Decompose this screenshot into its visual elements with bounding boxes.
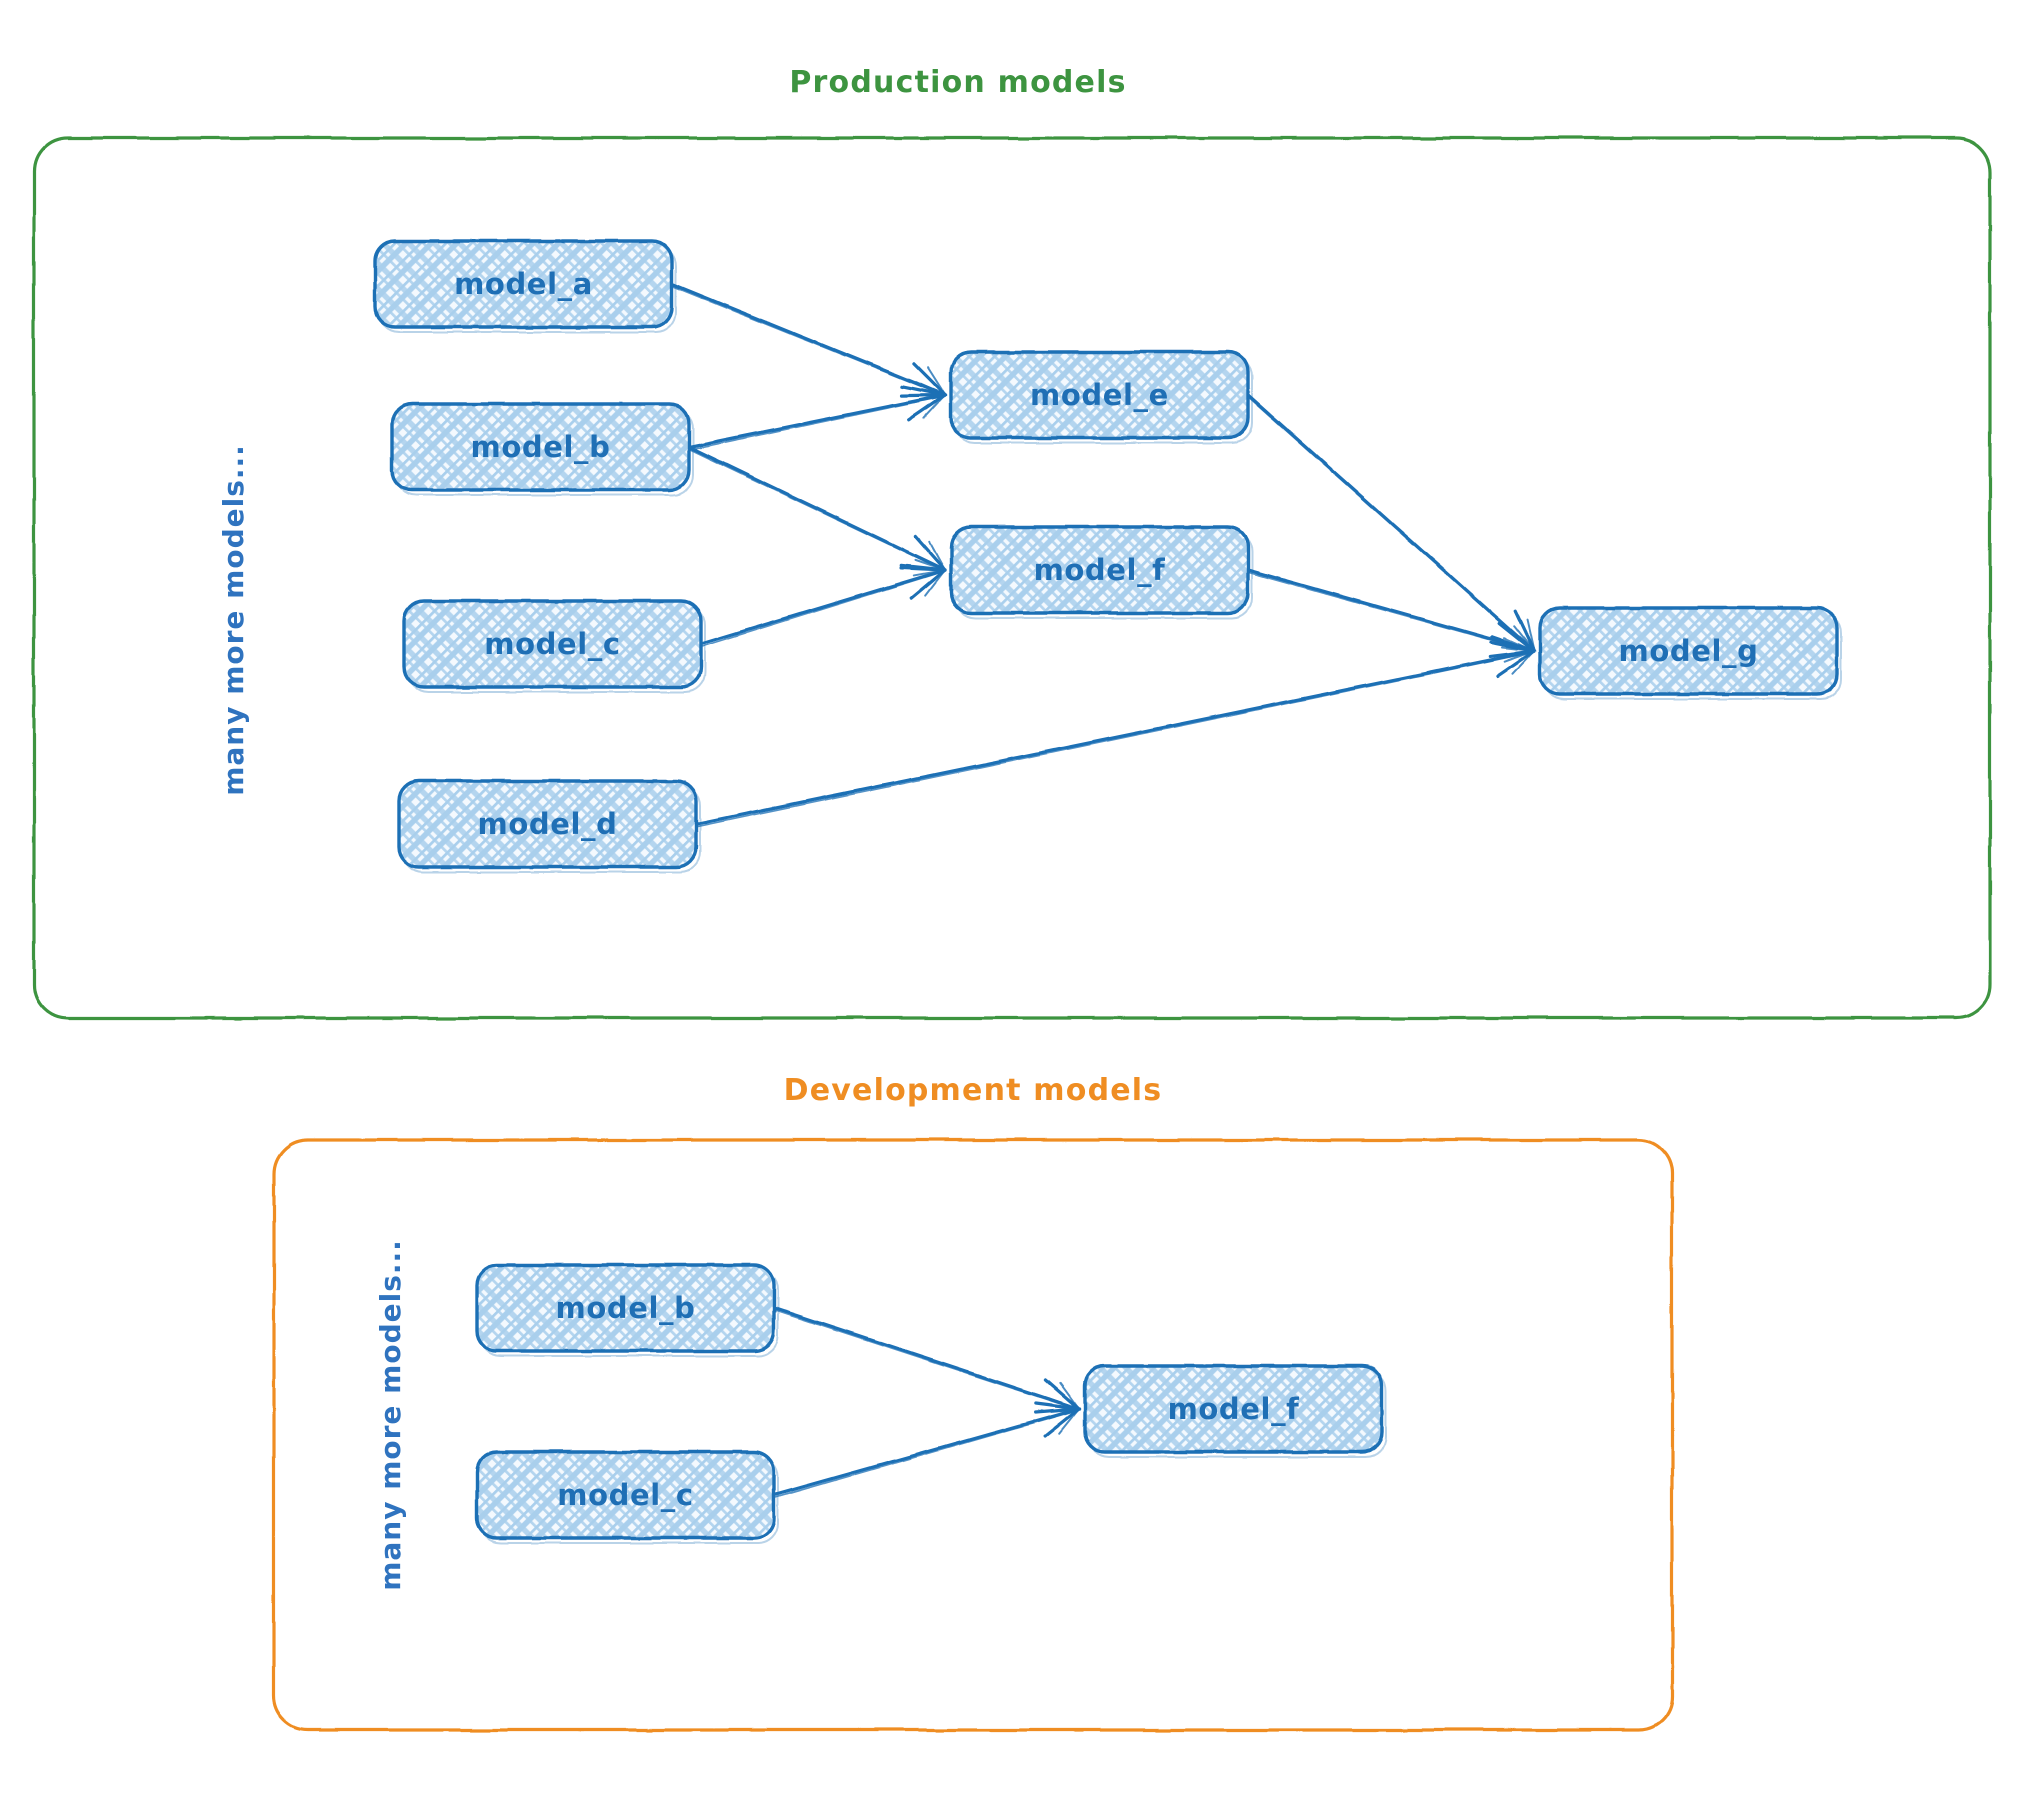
- node-border: [475, 1450, 776, 1540]
- group-container-development: [272, 1138, 1674, 1732]
- edge-arrowhead-echo: [1048, 1397, 1080, 1435]
- edge-stroke-echo: [701, 570, 946, 648]
- edge-stroke-echo: [1248, 396, 1535, 653]
- node-label: model_c: [557, 1478, 693, 1512]
- node-model_g[interactable]: model_g: [1538, 606, 1842, 700]
- edge-dev_model_b-to-dev_model_f: [772, 1306, 1081, 1420]
- side-label-production: many more models...: [217, 444, 250, 796]
- node-label: model_g: [1619, 634, 1759, 668]
- edge-stroke: [699, 568, 947, 646]
- node-label: model_d: [478, 807, 618, 841]
- node-model_f[interactable]: model_f: [949, 525, 1253, 619]
- node-label: model_a: [454, 267, 593, 301]
- node-dev_model_c[interactable]: model_c: [475, 1450, 779, 1544]
- node-model_d[interactable]: model_d: [397, 779, 701, 873]
- edge-stroke-echo: [696, 651, 1535, 828]
- node-label: model_c: [484, 627, 620, 661]
- edge-model_f-to-model_g: [1246, 568, 1536, 663]
- node-hatch-fill-b: [392, 404, 689, 490]
- edge-stroke: [694, 649, 1536, 826]
- group-title-development: Development models: [784, 1073, 1163, 1108]
- group-title-production: Production models: [789, 65, 1126, 100]
- edge-stroke: [772, 1407, 1081, 1497]
- node-border: [373, 239, 674, 329]
- edge-model_d-to-model_g: [694, 637, 1536, 828]
- edge-arrowhead-echo: [915, 381, 946, 420]
- edge-stroke-echo: [672, 285, 946, 397]
- group-border-development: [272, 1138, 1674, 1732]
- node-model_b[interactable]: model_b: [390, 402, 694, 496]
- node-label: model_e: [1030, 378, 1169, 412]
- node-dev_model_f[interactable]: model_f: [1083, 1364, 1387, 1458]
- edge-model_a-to-model_e: [670, 282, 947, 404]
- node-label: model_f: [1034, 553, 1166, 587]
- group-container-production: [32, 136, 1992, 1020]
- edge-arrowhead-echo: [913, 558, 946, 597]
- node-hatch-fill-b: [404, 601, 701, 687]
- edge-model_e-to-model_g: [1246, 393, 1536, 653]
- node-hatch-fill-b: [375, 241, 672, 327]
- node-hatch-fill-b: [399, 781, 696, 867]
- edge-stroke-echo: [774, 1409, 1080, 1499]
- edge-dev_model_c-to-dev_model_f: [772, 1397, 1081, 1499]
- node-hatch-fill-b: [1540, 608, 1837, 694]
- node-hatch-fill-b: [477, 1452, 774, 1538]
- edge-stroke-echo: [689, 395, 946, 451]
- edge-stroke: [772, 1306, 1081, 1411]
- node-hatch-fill-b: [477, 1265, 774, 1351]
- edge-stroke-echo: [774, 1309, 1080, 1411]
- node-label: model_b: [471, 430, 611, 464]
- edge-stroke: [670, 282, 947, 397]
- edge-model_b-to-model_e: [687, 381, 947, 451]
- edge-stroke: [1246, 568, 1536, 653]
- side-label-development: many more models...: [374, 1239, 407, 1591]
- node-label: model_b: [556, 1291, 696, 1325]
- group-border-production: [32, 136, 1992, 1020]
- edge-model_b-to-model_f: [687, 445, 947, 577]
- node-border: [397, 779, 698, 869]
- edge-model_c-to-model_f: [699, 558, 947, 648]
- edge-stroke: [687, 393, 947, 449]
- node-border: [475, 1263, 776, 1353]
- node-hatch-fill-b: [1085, 1366, 1382, 1452]
- node-border: [949, 525, 1250, 615]
- node-dev_model_b[interactable]: model_b: [475, 1263, 779, 1357]
- edge-stroke: [687, 445, 947, 572]
- node-model_e[interactable]: model_e: [949, 350, 1253, 444]
- node-border: [1083, 1364, 1384, 1454]
- edge-stroke-echo: [1248, 571, 1535, 653]
- node-border: [1538, 606, 1839, 696]
- node-hatch-fill-b: [951, 527, 1248, 613]
- node-border: [949, 350, 1250, 440]
- node-model_a[interactable]: model_a: [373, 239, 677, 333]
- edge-arrowhead-echo: [1504, 637, 1535, 676]
- edge-stroke-echo: [689, 448, 946, 572]
- node-model_c[interactable]: model_c: [402, 599, 706, 693]
- node-border: [390, 402, 691, 492]
- node-hatch-fill-b: [951, 352, 1248, 438]
- node-label: model_f: [1168, 1392, 1300, 1426]
- node-border: [402, 599, 703, 689]
